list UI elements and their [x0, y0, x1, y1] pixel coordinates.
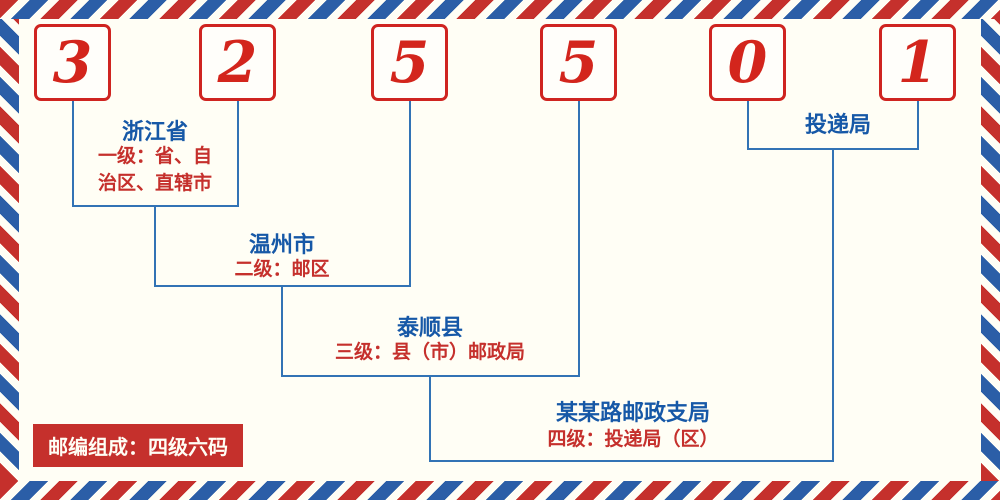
level4-bracket-left-line	[429, 375, 431, 460]
delivery-label: 投递局	[804, 113, 872, 138]
level3-bracket-right-line	[578, 101, 580, 375]
postal-digit-3: 5	[371, 24, 448, 101]
airmail-border-bottom	[0, 481, 1000, 500]
level4-bracket-right-line	[832, 148, 834, 460]
level3-bracket-left-line	[281, 285, 283, 375]
delivery-bracket-left-line	[747, 101, 749, 148]
postal-code-composition-badge: 邮编组成：四级六码	[33, 424, 243, 467]
level3-desc-label: 三级：县（市）邮政局	[334, 341, 526, 363]
level2-bracket-right-line	[409, 101, 411, 285]
level1-place-label: 浙江省	[121, 120, 189, 145]
level1-desc-line1: 一级：省、自	[97, 145, 213, 167]
level4-bracket-bottom-line	[429, 460, 834, 462]
level2-place-label: 温州市	[248, 233, 316, 258]
airmail-border-right	[981, 19, 1000, 481]
postal-digit-1: 3	[34, 24, 111, 101]
postal-digit-6: 1	[879, 24, 956, 101]
level1-desc-line2: 治区、直辖市	[97, 171, 213, 194]
delivery-bracket-right-line	[917, 101, 919, 148]
level4-desc-label: 四级：投递局（区）	[547, 428, 719, 450]
level1-bracket-right-line	[237, 101, 239, 205]
level1-desc-label: 一级：省、自 治区、直辖市	[98, 143, 212, 196]
airmail-border-left	[0, 19, 19, 481]
postal-digit-2: 2	[199, 24, 276, 101]
airmail-border-top	[0, 0, 1000, 19]
level4-place-label: 某某路邮政支局	[555, 401, 711, 426]
level1-bracket-left-line	[72, 101, 74, 205]
level2-desc-label: 二级：邮区	[234, 258, 330, 280]
level3-place-label: 泰顺县	[396, 316, 464, 341]
postal-digit-4: 5	[540, 24, 617, 101]
postal-digit-5: 0	[709, 24, 786, 101]
level2-bracket-left-line	[154, 205, 156, 285]
